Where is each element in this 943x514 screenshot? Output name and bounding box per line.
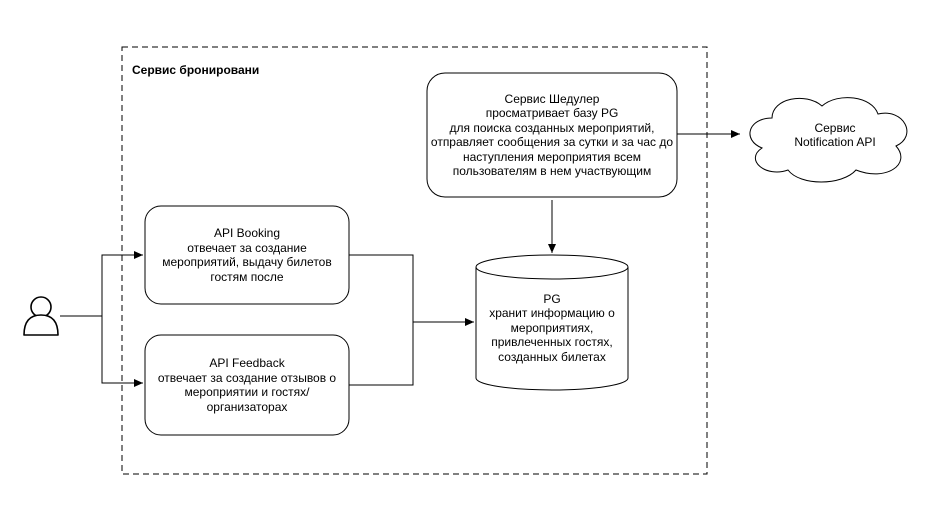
pg-label: PG хранит информацию о мероприятиях, при… [489, 291, 615, 364]
service-boundary [121, 46, 708, 475]
notification-label: Сервис Notification API [794, 120, 876, 150]
feedback-label: API Feedback отвечает за создание отзыво… [157, 356, 337, 414]
edge-feedback-pg [349, 322, 414, 386]
user-icon [23, 296, 59, 336]
edge-user-feedback [101, 316, 143, 387]
notification-cloud [749, 97, 908, 183]
edge-booking-pg [349, 254, 414, 322]
scheduler-box [426, 72, 678, 198]
booking-label: API Booking отвечает за создание меропри… [162, 226, 332, 284]
pg-database [475, 254, 629, 391]
scheduler-label: Сервис Шедулер просматривает базу PG для… [430, 91, 674, 179]
boundary-title: Сервис бронировани [132, 63, 260, 77]
edge-user-booking [101, 251, 143, 316]
